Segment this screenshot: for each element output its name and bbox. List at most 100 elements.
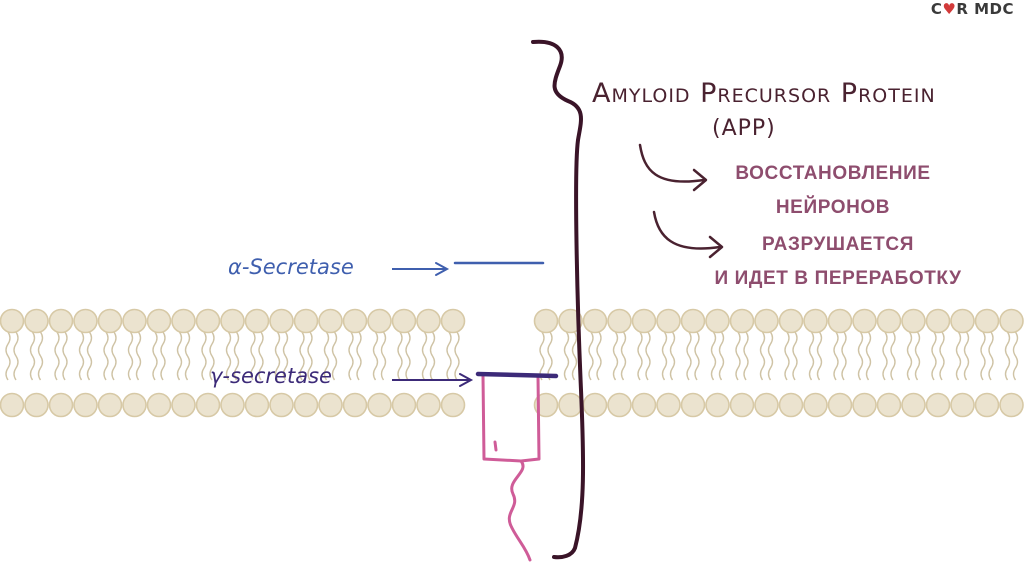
app-protein-chain	[483, 376, 539, 560]
lipid-tail	[818, 332, 822, 380]
lipid-tail	[447, 332, 451, 380]
lipid-head	[1000, 394, 1023, 417]
lipid-tail	[80, 332, 84, 380]
lipid-head	[927, 394, 950, 417]
lipid-tail	[1014, 332, 1018, 380]
lipid-tail	[614, 332, 618, 380]
lipid-head	[804, 394, 827, 417]
lipid-tail	[573, 332, 577, 380]
lipid-head	[197, 310, 220, 333]
lipid-head	[853, 310, 876, 333]
outcome-degradation-line-2: И ИДЕТ В ПЕРЕРАБОТКУ	[678, 262, 998, 296]
lipid-head	[295, 310, 318, 333]
lipid-head	[442, 394, 465, 417]
lipid-head	[368, 394, 391, 417]
lipid-tail	[548, 332, 552, 380]
heart-icon: ♥	[942, 0, 956, 18]
lipid-head	[731, 394, 754, 417]
lipid-tail	[695, 332, 699, 380]
lipid-tail	[349, 332, 353, 380]
logo-text-left: C	[931, 0, 943, 18]
outcome-degradation: РАЗРУШАЕТСЯ И ИДЕТ В ПЕРЕРАБОТКУ	[678, 228, 998, 296]
lipid-head	[221, 394, 244, 417]
lipid-head	[976, 310, 999, 333]
lipid-tail	[761, 332, 765, 380]
lipid-tail	[423, 332, 427, 380]
lipid-head	[25, 310, 48, 333]
lipid-head	[50, 310, 73, 333]
lipid-tail	[63, 332, 67, 380]
lipid-tail	[720, 332, 724, 380]
lipid-tail	[597, 332, 601, 380]
lipid-head	[951, 394, 974, 417]
lipid-head	[123, 310, 146, 333]
lipid-head	[319, 310, 342, 333]
lipid-tail	[638, 332, 642, 380]
cell-membrane-bilayer	[1, 310, 1024, 417]
lipid-head	[976, 394, 999, 417]
lipid-head	[878, 310, 901, 333]
lipid-head	[246, 310, 269, 333]
lipid-tail	[88, 332, 92, 380]
lipid-tail	[14, 332, 18, 380]
lipid-tail	[793, 332, 797, 380]
lipid-tail	[137, 332, 141, 380]
lipid-head	[682, 310, 705, 333]
lipid-tail	[540, 332, 544, 380]
lipid-tail	[769, 332, 773, 380]
app-abbreviation: (APP)	[712, 116, 776, 141]
lipid-tail	[646, 332, 650, 380]
lipid-head	[755, 310, 778, 333]
outcome-degradation-line-1: РАЗРУШАЕТСЯ	[678, 228, 998, 262]
logo-text-right: R MDC	[956, 0, 1014, 18]
lipid-head	[804, 310, 827, 333]
lipid-tail	[39, 332, 43, 380]
lipid-head	[246, 394, 269, 417]
lipid-head	[148, 310, 171, 333]
lipid-head	[633, 310, 656, 333]
lipid-tail	[842, 332, 846, 380]
lipid-head	[74, 310, 97, 333]
lipid-tail	[112, 332, 116, 380]
lipid-head	[25, 394, 48, 417]
lipid-head	[393, 310, 416, 333]
lipid-head	[344, 310, 367, 333]
lipid-head	[951, 310, 974, 333]
lipid-head	[417, 310, 440, 333]
lipid-tail	[398, 332, 402, 380]
lipid-head	[74, 394, 97, 417]
lipid-head	[706, 394, 729, 417]
lipid-tail	[916, 332, 920, 380]
lipid-head	[902, 394, 925, 417]
lipid-head	[1, 310, 24, 333]
lipid-tail	[810, 332, 814, 380]
lipid-head	[657, 394, 680, 417]
lipid-tail	[671, 332, 675, 380]
lipid-head	[172, 394, 195, 417]
lipid-head	[731, 310, 754, 333]
lipid-tail	[883, 332, 887, 380]
lipid-tail	[736, 332, 740, 380]
lipid-tail	[382, 332, 386, 380]
lipid-head	[270, 310, 293, 333]
gamma-cleavage-line	[478, 374, 556, 376]
lipid-head	[221, 310, 244, 333]
lipid-tail	[6, 332, 10, 380]
lipid-head	[584, 394, 607, 417]
lipid-head	[682, 394, 705, 417]
lipid-tail	[178, 332, 182, 380]
lipid-head	[442, 310, 465, 333]
cor-mdc-logo: C♥R MDC	[931, 0, 1014, 18]
lipid-tail	[186, 332, 190, 380]
lipid-head	[99, 310, 122, 333]
lipid-tail	[431, 332, 435, 380]
outcome-restoration-line-2: НЕЙРОНОВ	[700, 191, 966, 225]
lipid-tail	[202, 332, 206, 380]
lipid-tail	[161, 332, 165, 380]
lipid-head	[368, 310, 391, 333]
lipid-tail	[55, 332, 59, 380]
lipid-tail	[104, 332, 108, 380]
lipid-tail	[1006, 332, 1010, 380]
lipid-head	[50, 394, 73, 417]
lipid-head	[657, 310, 680, 333]
